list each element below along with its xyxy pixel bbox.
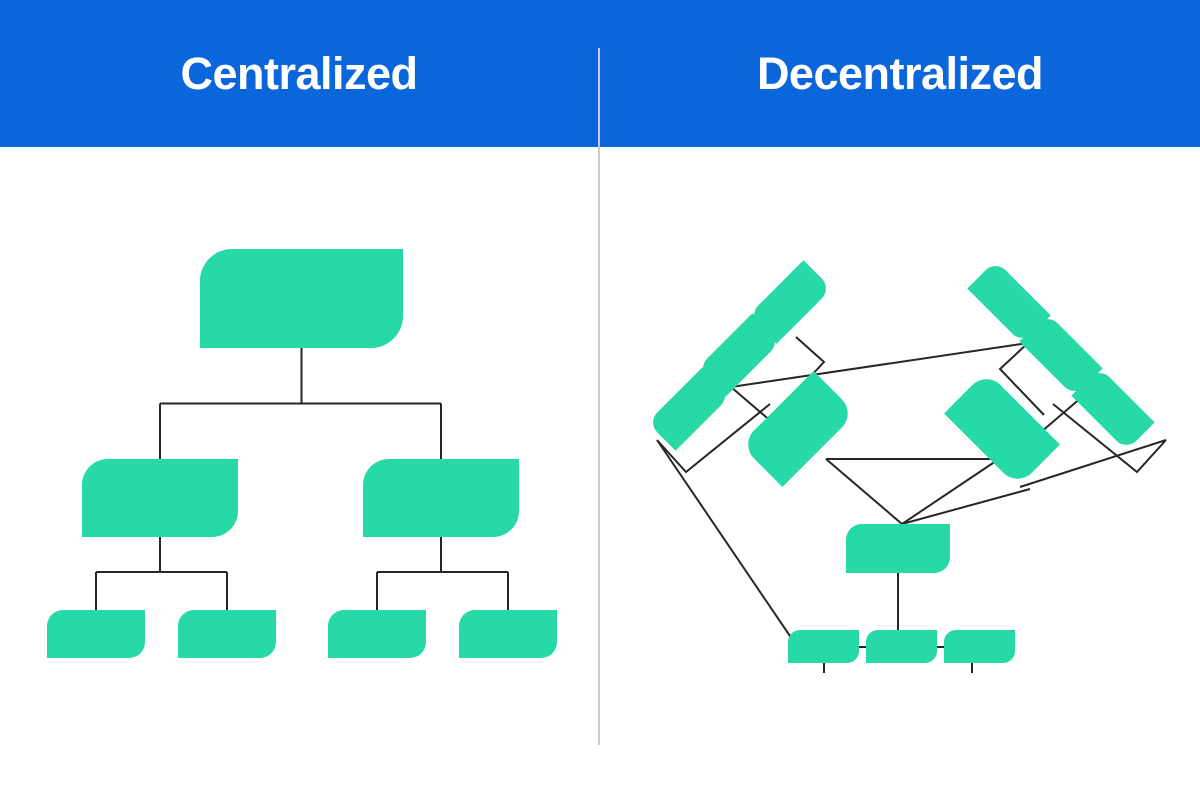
node-decentralized-leaf-3[interactable]	[944, 630, 1015, 663]
node-decentralized-peer-l1[interactable]	[748, 260, 831, 344]
node-centralized-leaf-2[interactable]	[178, 610, 276, 658]
edge-d-rsmall1-polyline	[998, 342, 1045, 416]
edge-d-rbig-to-hub	[901, 458, 1000, 525]
node-decentralized-center-hub[interactable]	[845, 523, 950, 573]
node-decentralized-leaf-2[interactable]	[866, 630, 937, 663]
edge-d-rsmall3-polyline	[1052, 403, 1167, 474]
edge-d-rsmall3-to-rbig	[1019, 439, 1167, 488]
centralized-diagram-panel	[0, 147, 598, 800]
node-decentralized-leaf-1[interactable]	[788, 630, 859, 663]
centralized-nodes	[47, 249, 557, 658]
node-decentralized-peer-r3[interactable]	[1071, 367, 1155, 450]
edge-d-lsmall3-to-leaf1	[656, 439, 793, 640]
node-centralized-manager-right[interactable]	[363, 459, 519, 537]
edge-d-lbig-to-hub	[825, 458, 903, 525]
node-decentralized-hub-right[interactable]	[944, 371, 1060, 487]
edge-d-rbig-lower-to-hub	[901, 488, 1031, 525]
node-centralized-leaf-1[interactable]	[47, 610, 145, 658]
node-decentralized-hub-left[interactable]	[740, 371, 856, 487]
header-title-decentralized: Decentralized	[756, 48, 1044, 99]
decentralized-diagram-panel	[600, 147, 1200, 800]
node-decentralized-peer-r2[interactable]	[1019, 313, 1103, 396]
node-centralized-leaf-4[interactable]	[459, 610, 557, 658]
decentralized-nodes	[647, 260, 1155, 663]
centralized-edges	[95, 348, 509, 610]
node-centralized-manager-left[interactable]	[82, 459, 238, 537]
node-decentralized-peer-l3[interactable]	[647, 367, 730, 451]
edge-d-lsmall2-to-rsmall1	[730, 342, 1029, 388]
edge-d-lsmall3-polyline	[656, 403, 771, 474]
header-band	[0, 0, 1200, 147]
panel-divider	[598, 48, 600, 745]
node-decentralized-peer-r1[interactable]	[967, 260, 1051, 343]
node-centralized-root[interactable]	[200, 249, 403, 348]
node-centralized-leaf-3[interactable]	[328, 610, 426, 658]
header-title-centralized: Centralized	[180, 48, 418, 99]
node-decentralized-peer-l2[interactable]	[697, 313, 780, 397]
